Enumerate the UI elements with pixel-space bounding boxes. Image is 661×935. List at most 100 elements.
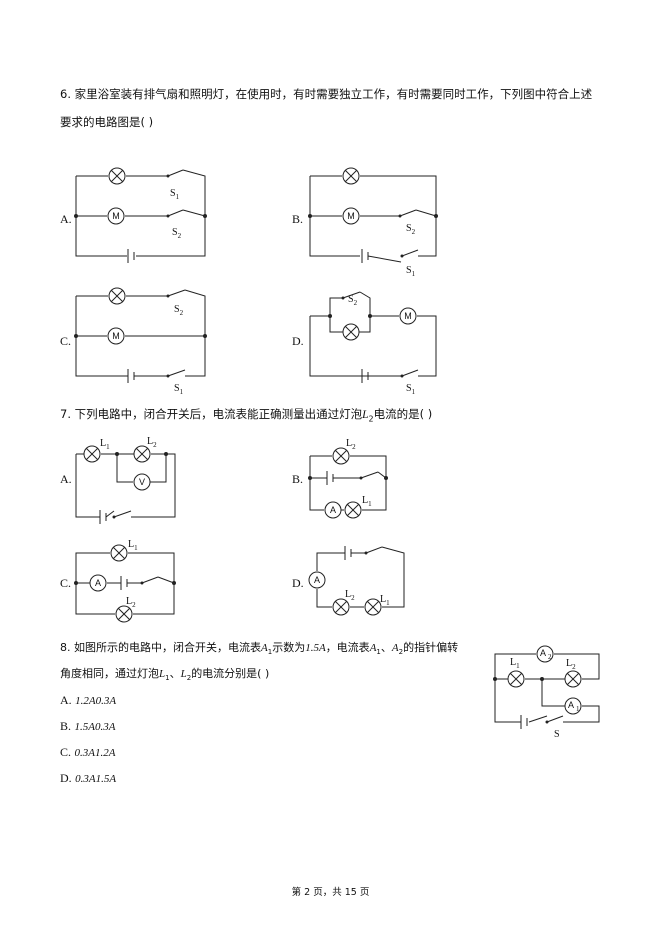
lamp-icon [115,605,133,623]
lamp-label-l2: L2 [126,596,136,609]
battery-icon [326,471,334,485]
switch-icon [342,291,361,299]
ammeter-icon: A [308,571,326,589]
battery-icon [120,576,128,590]
q8-text-line1: 8. 如图所示的电路中，闭合开关，电流表A1示数为1.5A，电流表A1、A2的指… [60,641,459,657]
q7-option-c: C. [60,576,72,590]
switch-label-s1: S1 [170,188,180,201]
q6-text-line1: 6. 家里浴室装有排气扇和照明灯，在使用时，有时需要独立工作，有时需要同时工作，… [60,87,593,101]
lamp-icon [83,445,101,463]
voltmeter-icon: V [133,473,151,491]
svg-text:A: A [314,575,320,585]
switch-label-s1: S1 [406,265,416,278]
q8-text-line2: 角度相同，通过灯泡L1、L2的电流分别是( ) [60,667,270,683]
switch-icon [546,715,564,723]
lamp-label-l1: L1 [100,438,110,451]
lamp-icon [108,167,126,185]
lamp-label-l2: L2 [345,589,355,602]
switch-icon [365,546,383,554]
lamp-icon [344,501,362,519]
lamp-icon [342,167,360,185]
lamp-label-l2: L2 [566,658,576,671]
lamp-icon [564,670,582,688]
lamp-label-l2: L2 [147,436,157,449]
q7-option-d: D. [292,576,304,590]
lamp-icon [507,670,525,688]
q7-text: 7. 下列电路中，闭合开关后，电流表能正确测量出通过灯泡L2电流的是( ) [60,407,433,424]
page-footer: 第 2 页，共 15 页 [291,887,370,898]
svg-text:1: 1 [576,705,580,713]
svg-text:2: 2 [548,653,552,661]
svg-text:A: A [330,505,336,515]
switch-icon [141,576,159,584]
svg-text:A: A [540,648,546,658]
switch-icon [167,169,184,177]
q8-answer-a: A. 1.2A0.3A [60,693,117,707]
svg-text:M: M [404,311,412,321]
switch-icon [167,209,184,217]
q6-option-d: D. [292,334,304,348]
switch-icon [167,289,186,297]
svg-text:V: V [139,477,145,487]
svg-text:M: M [112,331,120,341]
switch-label-s: S [554,729,560,740]
battery-icon [127,249,135,263]
lamp-label-l1: L1 [128,539,138,552]
q7-option-a: A. [60,472,72,486]
motor-icon: M [107,327,125,345]
q6-option-b: B. [292,212,304,226]
q8-answer-d: D. 0.3A1.5A [60,771,117,785]
motor-icon: M [107,207,125,225]
lamp-label-l1: L1 [380,594,390,607]
battery-icon [361,249,369,263]
q8-answer-b: B. 1.5A0.3A [60,719,116,733]
q8-answer-c: C. 0.3A1.2A [60,745,116,759]
switch-label-s2: S2 [172,227,182,240]
battery-icon [520,715,528,729]
svg-text:M: M [112,211,120,221]
lamp-label-l2: L2 [346,438,356,451]
battery-icon [99,510,107,524]
ammeter-icon: A [89,574,107,592]
motor-icon: M [399,307,417,325]
lamp-label-l1: L1 [510,657,520,670]
q6a-wires [75,169,206,257]
svg-text:A: A [568,700,574,710]
switch-label-s1: S1 [174,383,184,396]
battery-icon [344,546,352,560]
svg-text:A: A [95,578,101,588]
q6-text-line2: 要求的电路图是( ) [60,115,154,129]
lamp-icon [342,323,360,341]
lamp-icon [332,447,350,465]
switch-icon [401,249,419,257]
q7-option-b: B. [292,472,304,486]
switch-label-s2: S2 [348,294,358,307]
motor-icon: M [342,207,360,225]
switch-icon [167,369,186,377]
switch-icon [113,510,132,518]
lamp-icon [110,544,128,562]
lamp-icon [133,445,151,463]
lamp-icon [364,598,382,616]
q6-option-a: A. [60,212,72,226]
lamp-icon [332,598,350,616]
switch-icon [360,471,379,479]
ammeter-icon: A [324,501,342,519]
switch-label-s1: S1 [406,383,416,396]
switch-icon [401,369,419,377]
svg-text:M: M [347,211,355,221]
lamp-icon [108,287,126,305]
switch-label-s2: S2 [406,223,416,236]
lamp-label-l1: L1 [362,495,372,508]
switch-icon [399,209,417,217]
